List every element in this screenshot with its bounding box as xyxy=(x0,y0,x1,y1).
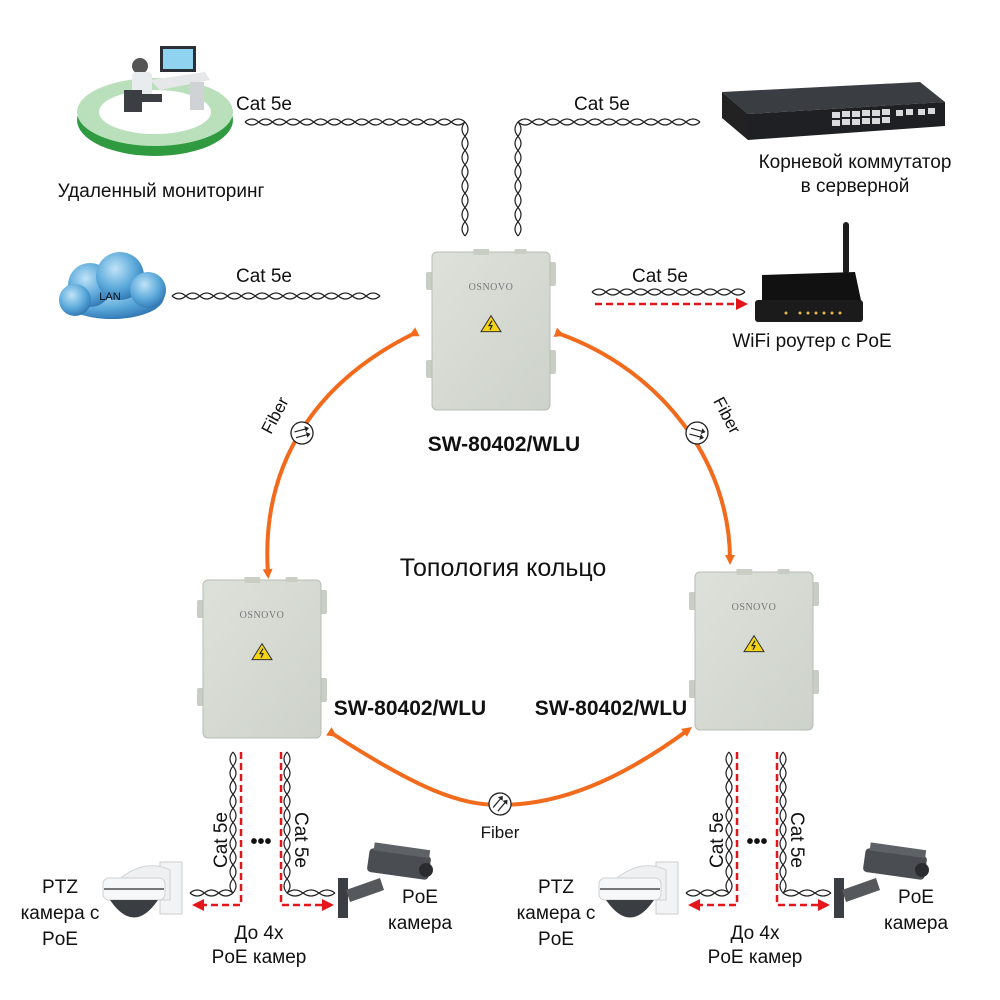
ptz-camera-label-line1: PTZ xyxy=(42,877,78,898)
cable-poe-vertical xyxy=(283,751,291,894)
cable-root-switch-vertical xyxy=(514,121,522,237)
switch-enclosure-right: OSNOVO xyxy=(689,569,819,731)
more-cameras-ellipsis: ••• xyxy=(746,831,767,853)
cable-poe-horizontal xyxy=(782,889,832,897)
switch-left-model-label: SW-80402/WLU xyxy=(334,697,486,720)
camera-group-left: Cat 5e Cat 5e ••• PTZ камера с PoE PoE камера До… xyxy=(21,751,452,968)
poe-bullet-camera-icon xyxy=(338,842,433,918)
remote-monitoring-icon xyxy=(77,46,233,156)
ptz-camera-label-line2: камера с xyxy=(21,903,100,924)
fiber-connector-icon-right xyxy=(685,421,709,445)
poe-bullet-camera-icon xyxy=(834,842,929,918)
warning-icon xyxy=(743,634,765,653)
cable-ptz-vertical xyxy=(725,751,733,894)
fiber-link-top-left xyxy=(262,327,420,579)
root-switch-label-line1: Корневой коммутатор xyxy=(759,152,952,173)
cable-label-ptz: Cat 5e xyxy=(211,812,232,868)
diagram-title: Топология кольцо xyxy=(400,554,607,582)
camera-count-label-line2: PoE камер xyxy=(212,947,307,968)
cable-label-monitoring: Cat 5e xyxy=(236,94,292,115)
poe-camera-label-line1: PoE xyxy=(898,887,934,908)
cable-lan xyxy=(171,292,381,300)
switch-top-model-label: SW-80402/WLU xyxy=(428,433,580,456)
cable-ptz-vertical xyxy=(229,751,237,894)
switch-right-model-label: SW-80402/WLU xyxy=(535,697,687,720)
cable-label-ptz: Cat 5e xyxy=(707,812,728,868)
warning-icon xyxy=(251,642,273,661)
cable-poe-vertical xyxy=(779,751,787,894)
cat5e-cables xyxy=(171,118,748,310)
brand-logo: OSNOVO xyxy=(469,282,514,293)
cable-ptz-horizontal xyxy=(685,889,730,897)
cable-monitoring-horizontal xyxy=(244,118,466,126)
wifi-router-icon xyxy=(755,222,863,322)
cable-ptz-horizontal xyxy=(189,889,234,897)
ptz-camera-label-line3: PoE xyxy=(538,929,574,950)
poe-camera-label-line2: камера xyxy=(884,913,948,934)
poe-link-camera xyxy=(775,752,830,911)
brand-logo: OSNOVO xyxy=(240,610,285,621)
lan-label: LAN xyxy=(99,291,120,303)
poe-link-camera xyxy=(279,752,334,911)
ptz-camera-label-line1: PTZ xyxy=(538,877,574,898)
poe-camera-label-line1: PoE xyxy=(402,887,438,908)
cable-root-switch-horizontal xyxy=(517,118,701,126)
camera-count-label-line1: До 4х xyxy=(235,923,284,944)
camera-count-label-line2: PoE камер xyxy=(708,947,803,968)
lan-cloud-icon xyxy=(59,252,166,319)
cable-monitoring-vertical xyxy=(461,121,469,237)
camera-group-right: Cat 5e Cat 5e ••• PTZ камера с PoE PoE камера До… xyxy=(517,751,948,968)
cable-label-poe-camera: Cat 5e xyxy=(786,812,807,868)
ptz-camera-label-line2: камера с xyxy=(517,903,596,924)
poe-camera-label-line2: камера xyxy=(388,913,452,934)
fiber-connector-icon-left xyxy=(290,421,314,445)
remote-monitoring-label: Удаленный мониторинг xyxy=(58,181,265,202)
fiber-link-top-right xyxy=(553,327,735,565)
camera-count-label-line1: До 4х xyxy=(731,923,780,944)
poe-link-ptz xyxy=(688,752,739,911)
cable-label-poe-camera: Cat 5e xyxy=(290,812,311,868)
fiber-label-bottom: Fiber xyxy=(481,823,520,842)
more-cameras-ellipsis: ••• xyxy=(250,831,271,853)
wifi-router-label: WiFi роутер с PoE xyxy=(732,331,891,352)
cable-poe-horizontal xyxy=(286,889,336,897)
ptz-camera-icon xyxy=(102,861,183,918)
ptz-camera-icon xyxy=(598,861,679,918)
warning-icon xyxy=(480,314,502,333)
fiber-label-left: Fiber xyxy=(258,394,293,437)
fiber-link-bottom xyxy=(326,727,693,808)
switch-enclosure-left: OSNOVO xyxy=(197,577,327,739)
poe-link-ptz xyxy=(192,752,243,911)
root-switch-label-line2: в серверной xyxy=(801,176,910,197)
cable-label-lan: Cat 5e xyxy=(236,266,292,287)
ptz-camera-label-line3: PoE xyxy=(42,929,78,950)
brand-logo: OSNOVO xyxy=(732,602,777,613)
fiber-connector-icon-bottom xyxy=(488,792,512,816)
root-switch-icon xyxy=(722,82,945,140)
cable-label-root-switch: Cat 5e xyxy=(574,94,630,115)
switch-enclosure-top: OSNOVO xyxy=(426,249,556,411)
cable-wifi xyxy=(591,288,746,296)
fiber-label-right: Fiber xyxy=(709,394,744,437)
cable-label-wifi: Cat 5e xyxy=(632,266,688,287)
